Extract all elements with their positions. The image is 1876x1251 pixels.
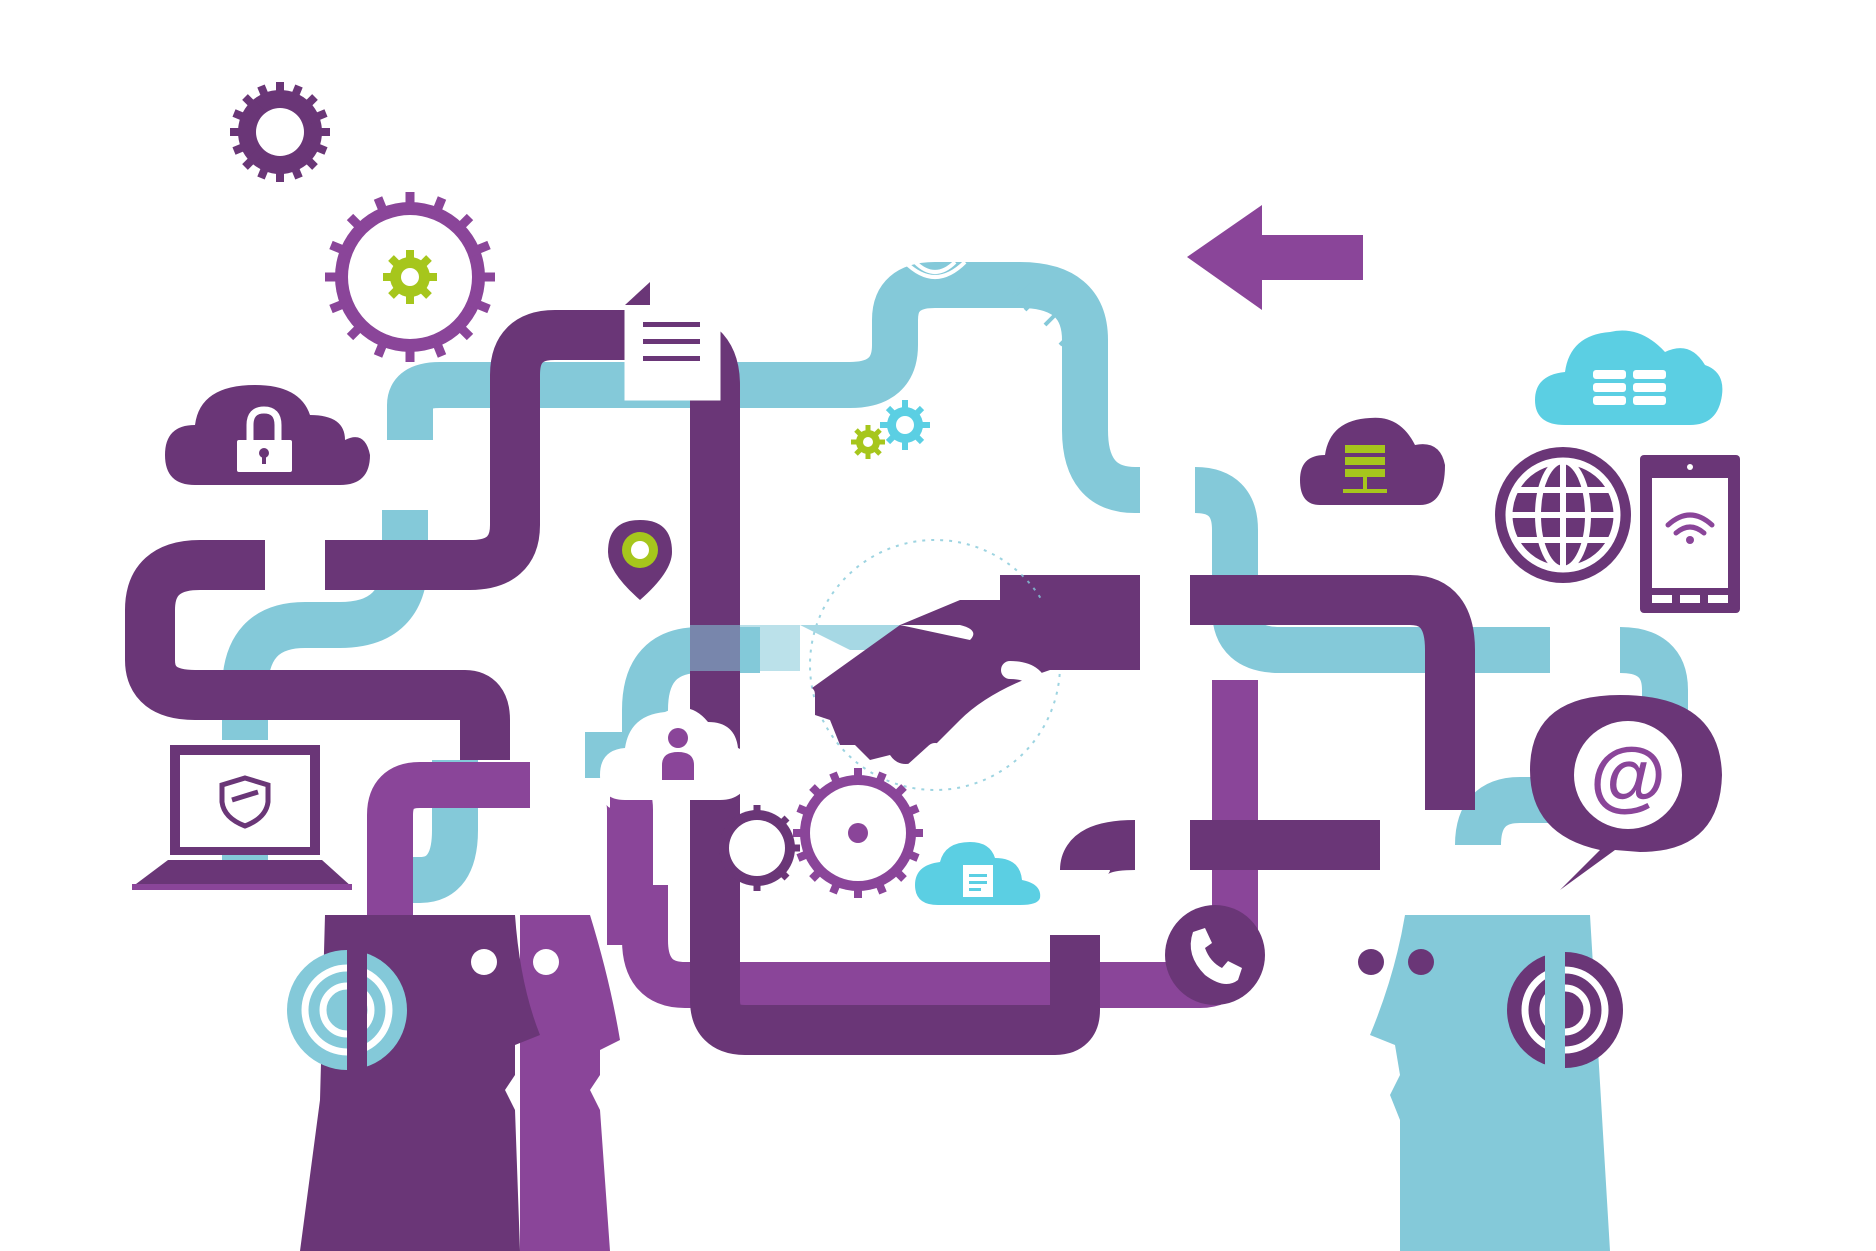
laptop-shield-icon bbox=[132, 745, 352, 890]
lock-cloud-icon bbox=[165, 385, 370, 485]
file-cloud-icon bbox=[915, 842, 1041, 905]
server-cloud-icon bbox=[1300, 417, 1445, 505]
document-icon bbox=[624, 282, 721, 401]
target-arc-top bbox=[903, 260, 967, 279]
gear-icon-top-left bbox=[230, 82, 330, 182]
email-at-bubble-icon: @ bbox=[1530, 695, 1722, 890]
phone-icon bbox=[1165, 905, 1265, 1005]
left-ear-target-icon bbox=[287, 950, 407, 1070]
database-cloud-icon bbox=[1535, 330, 1723, 425]
wifi-icon bbox=[1665, 512, 1715, 536]
gear-icon-small-pair bbox=[851, 400, 930, 459]
tablet-wifi-icon bbox=[1640, 455, 1740, 613]
gear-icon-half bbox=[714, 805, 800, 891]
globe-icon bbox=[1495, 447, 1631, 583]
gear-icon-large bbox=[325, 192, 495, 362]
arrow-left-icon bbox=[1187, 205, 1363, 310]
location-pin-icon bbox=[608, 520, 672, 600]
handshake-icon bbox=[690, 539, 1140, 791]
left-head-back bbox=[520, 915, 620, 1251]
gear-icon-center bbox=[793, 768, 923, 898]
user-cloud-icon bbox=[600, 707, 752, 800]
right-ear-target-icon bbox=[1507, 950, 1623, 1070]
at-symbol: @ bbox=[1590, 731, 1666, 819]
hatched-corner bbox=[1008, 268, 1097, 347]
